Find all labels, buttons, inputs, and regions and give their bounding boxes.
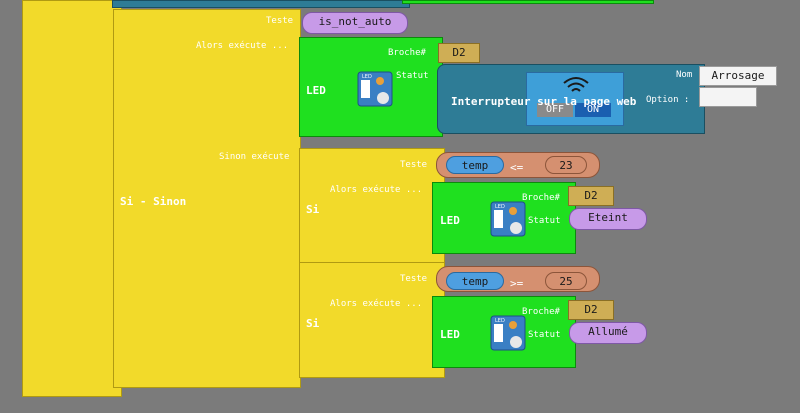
alors-label: Alors exécute ...	[196, 41, 289, 51]
condition-block[interactable]: is_not_auto	[302, 12, 408, 34]
switch-label: Interrupteur sur la page web	[451, 95, 637, 108]
number-2[interactable]: 25	[545, 272, 587, 290]
svg-text:LED: LED	[362, 74, 372, 80]
svg-text:LED: LED	[495, 204, 505, 210]
si-block-1[interactable]	[299, 148, 445, 263]
on-button[interactable]: ON	[575, 103, 611, 117]
si-sinon-block[interactable]	[113, 9, 301, 388]
nom-field[interactable]: Arrosage	[699, 66, 777, 86]
si1-teste-label: Teste	[400, 160, 428, 170]
operator-1[interactable]: <=	[510, 161, 524, 174]
top-block-edge[interactable]	[112, 0, 410, 8]
statut-value-3[interactable]: Allumé	[569, 322, 647, 344]
top-block-edge-green[interactable]	[402, 0, 654, 4]
broche-value-1[interactable]: D2	[438, 43, 480, 63]
led-module-icon: LED	[490, 315, 526, 351]
wifi-panel[interactable]: OFF ON	[526, 72, 624, 126]
var-temp-1[interactable]: temp	[446, 156, 504, 174]
broche-value-2[interactable]: D2	[568, 186, 614, 206]
si1-alors-label: Alors exécute ...	[330, 185, 423, 195]
si-label-1: Si	[306, 203, 320, 216]
statut-label-3: Statut	[528, 330, 561, 340]
operator-2[interactable]: >=	[510, 277, 524, 290]
led-title-1: LED	[306, 84, 326, 97]
outer-block-body[interactable]	[22, 0, 122, 397]
broche-label-3: Broche#	[522, 307, 560, 317]
svg-text:LED: LED	[495, 318, 505, 324]
statut-label-1: Statut	[396, 71, 429, 81]
led-module-icon: LED	[357, 71, 393, 107]
led-title-3: LED	[440, 328, 460, 341]
si-label-2: Si	[306, 317, 320, 330]
statut-value-2[interactable]: Eteint	[569, 208, 647, 230]
option-field[interactable]	[699, 87, 757, 107]
off-button[interactable]: OFF	[537, 103, 573, 117]
si2-teste-label: Teste	[400, 274, 428, 284]
broche-value-3[interactable]: D2	[568, 300, 614, 320]
option-label: Option :	[646, 95, 690, 105]
sinon-label: Sinon exécute	[219, 152, 290, 162]
nom-label: Nom	[676, 70, 693, 80]
statut-label-2: Statut	[528, 216, 561, 226]
wifi-icon	[563, 77, 589, 92]
teste-label: Teste	[266, 16, 294, 26]
var-temp-2[interactable]: temp	[446, 272, 504, 290]
si-sinon-label: Si - Sinon	[120, 195, 187, 208]
broche-label-2: Broche#	[522, 193, 560, 203]
si2-alors-label: Alors exécute ...	[330, 299, 423, 309]
number-1[interactable]: 23	[545, 156, 587, 174]
led-module-icon: LED	[490, 201, 526, 237]
led-title-2: LED	[440, 214, 460, 227]
broche-label-1: Broche#	[388, 48, 426, 58]
